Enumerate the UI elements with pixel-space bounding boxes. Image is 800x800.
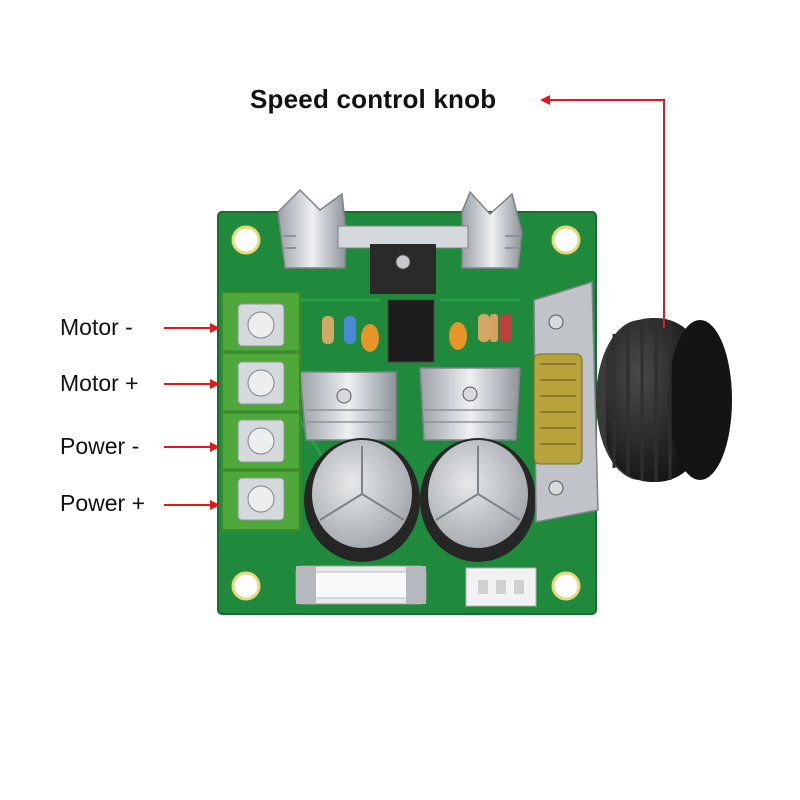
fuse bbox=[295, 565, 427, 605]
top-heatsink bbox=[277, 188, 523, 294]
mosfet-heatsinks bbox=[299, 367, 521, 441]
ceramic-capacitors bbox=[361, 322, 467, 352]
arrow-speed-knob bbox=[540, 95, 665, 328]
electrolytic-capacitors bbox=[304, 438, 536, 562]
speed-control-knob-label: Speed control knob bbox=[250, 84, 497, 114]
potentiometer bbox=[533, 280, 599, 523]
motor-positive-label: Motor + bbox=[60, 370, 139, 396]
control-circuit bbox=[322, 299, 512, 363]
mounting-holes bbox=[231, 225, 581, 601]
power-negative-label: Power - bbox=[60, 433, 140, 459]
resistors bbox=[322, 314, 512, 344]
power-positive-label: Power + bbox=[60, 490, 146, 516]
motor-negative-label: Motor - bbox=[60, 314, 133, 340]
callout-arrows bbox=[164, 95, 665, 510]
connector bbox=[465, 567, 537, 607]
screw-terminals bbox=[237, 303, 285, 521]
speed-control-knob bbox=[596, 318, 732, 482]
terminal-block bbox=[221, 291, 301, 531]
